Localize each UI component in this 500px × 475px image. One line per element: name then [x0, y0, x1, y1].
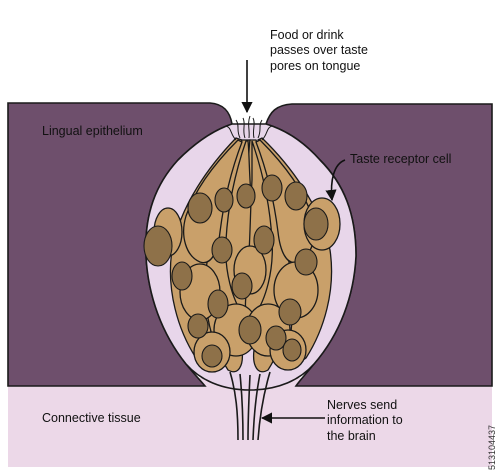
stock-image-id: 513104437 [487, 424, 497, 470]
cell-nuclei [143, 174, 329, 368]
nerve-fibers [229, 371, 271, 441]
arrow-curved-icon [325, 159, 346, 202]
taste-pore-microvilli [225, 115, 273, 141]
nerves-label: Nerves send information to the brain [327, 398, 403, 443]
connective-tissue-label: Connective tissue [42, 411, 141, 425]
taste-receptor-cell-label: Taste receptor cell [350, 152, 452, 166]
lingual-epithelium-label: Lingual epithelium [42, 124, 143, 138]
connective-tissue-region [8, 378, 492, 467]
food-pore-label: Food or drink passes over taste pores on… [270, 28, 368, 73]
